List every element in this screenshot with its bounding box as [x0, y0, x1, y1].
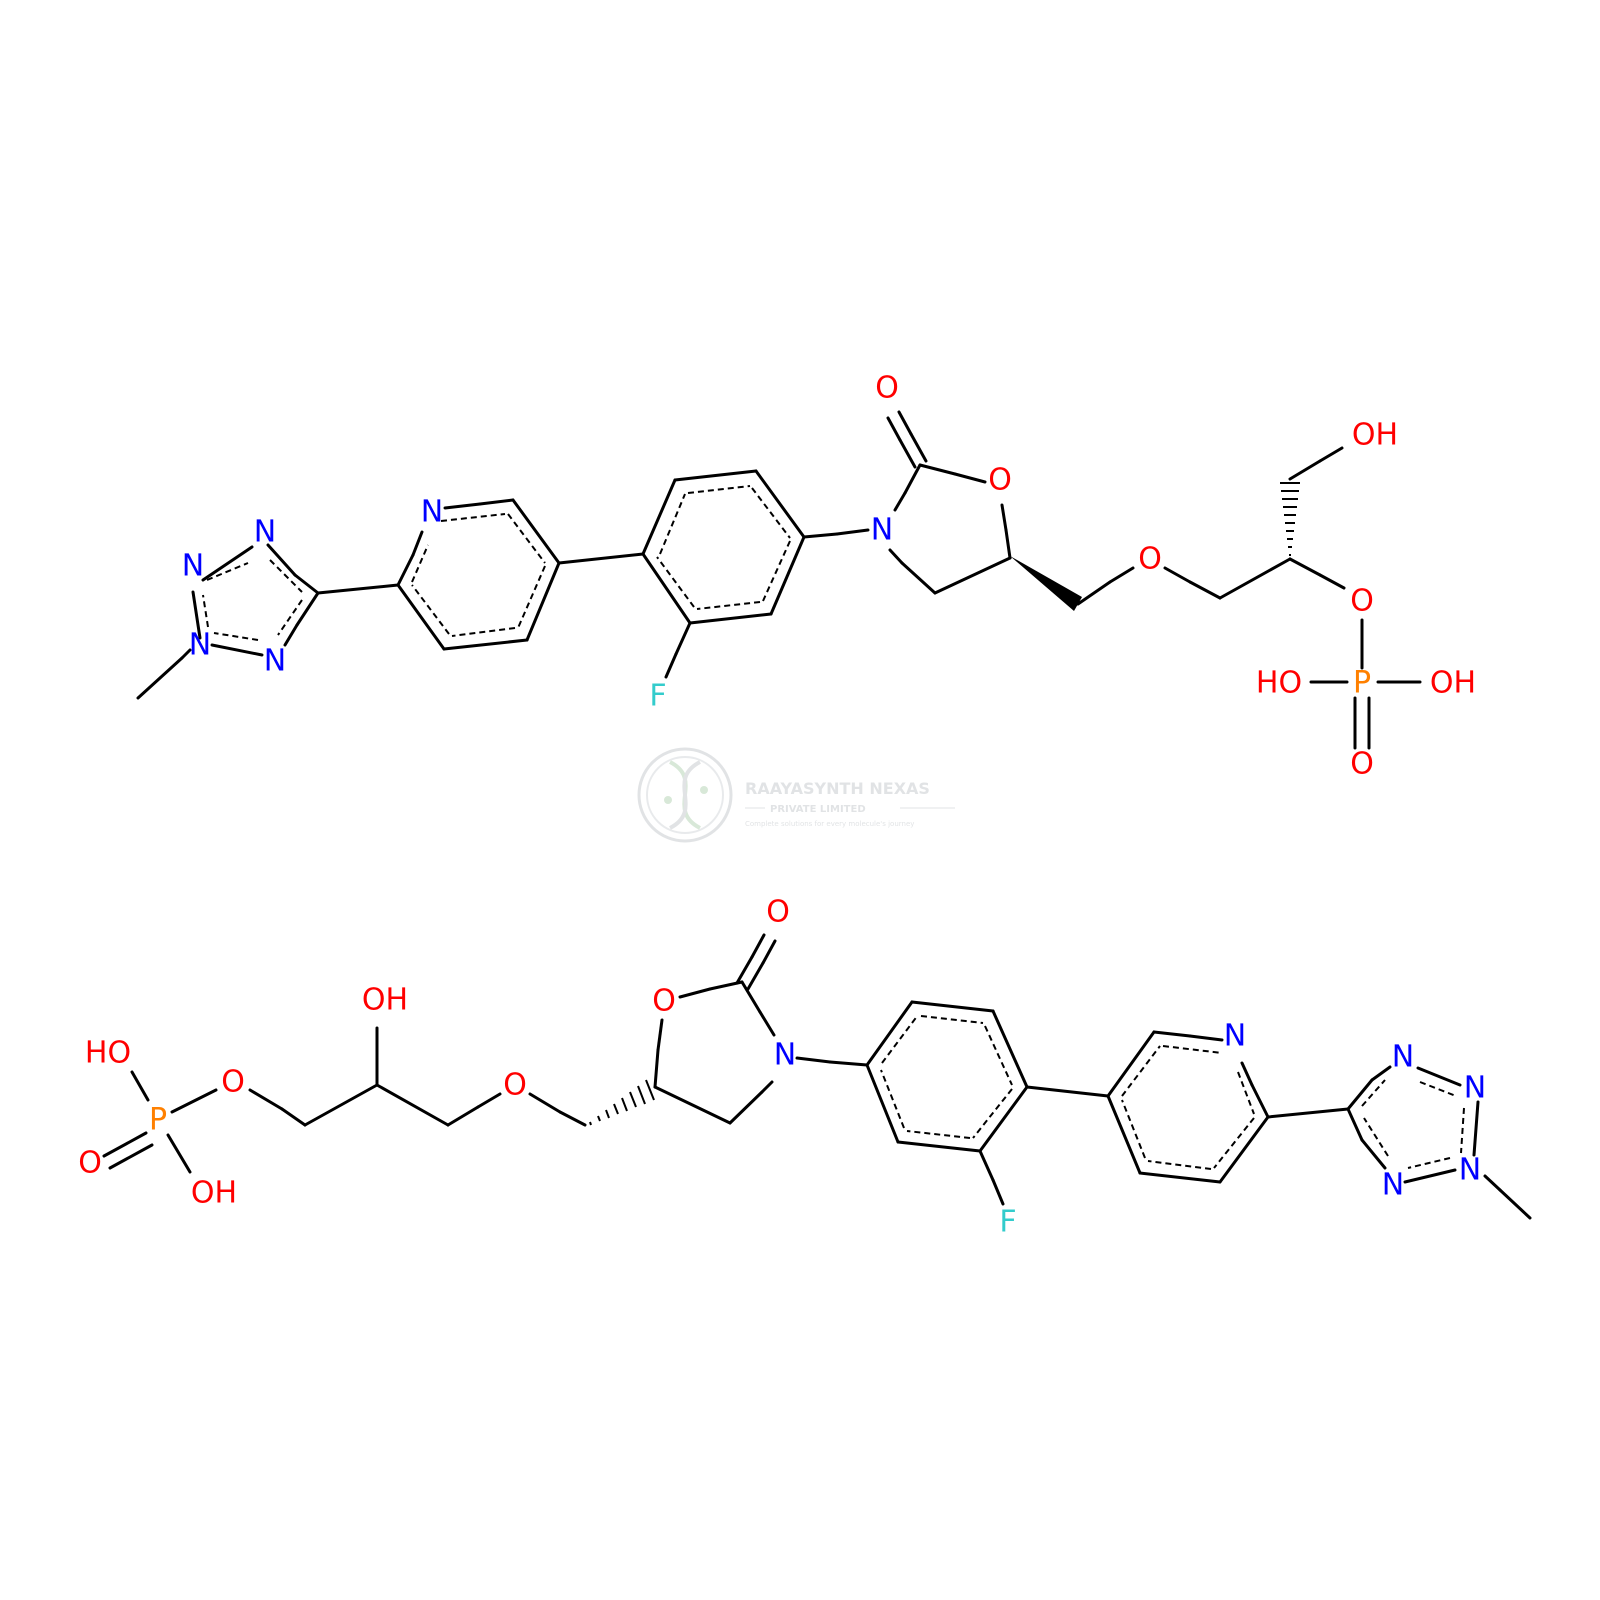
tetrazole-n-label: N [182, 549, 204, 584]
ring-n-label: N [774, 1038, 796, 1073]
phosphate-o-label: O [221, 1065, 245, 1100]
hash-wedge-bottom [589, 1079, 655, 1126]
ring-o-label: O [652, 984, 676, 1019]
pyridine-n-label: N [421, 495, 443, 530]
hydroxyl-label: OH [191, 1176, 237, 1211]
watermark-company: RAAYASYNTH NEXAS [745, 779, 930, 798]
phosphoryl-o-label: O [1350, 747, 1374, 782]
phosphorus-label: P [149, 1103, 167, 1138]
hydroxyl-label: OH [1352, 418, 1398, 453]
hydroxyl-label: HO [85, 1036, 131, 1071]
ring-o-label: O [988, 463, 1012, 498]
phosphoryl-o-label: O [78, 1146, 102, 1181]
fluorine-label: F [999, 1205, 1016, 1240]
tetrazole-n-label: N [254, 515, 276, 550]
hydroxyl-label: OH [362, 983, 408, 1018]
tetrazole-n-label: N [1392, 1040, 1414, 1075]
tetrazole-n-label: N [189, 628, 211, 663]
carbonyl-o-label: O [766, 895, 790, 930]
dna-helix-logo-icon [637, 747, 733, 843]
hash-wedge-top [1280, 482, 1300, 556]
molecule-bottom: HO P O O OH OH O O O N F N N N N N [78, 895, 1532, 1240]
phosphorus-label: P [1353, 666, 1371, 701]
ether-o-label: O [1138, 542, 1162, 577]
tetrazole-n-label: N [264, 644, 286, 679]
watermark: RAAYASYNTH NEXAS PRIVATE LIMITED Complet… [637, 747, 955, 843]
hydroxyl-label: HO [1256, 666, 1302, 701]
pyridine-n-label: N [1224, 1019, 1246, 1054]
watermark-subtitle: PRIVATE LIMITED [770, 804, 866, 815]
molecule-top: N N N N N F N O O O OH O P HO OH O [136, 371, 1476, 782]
tetrazole-n-label: N [1459, 1153, 1481, 1188]
ether-o-label: O [503, 1068, 527, 1103]
hydroxyl-label: OH [1430, 666, 1476, 701]
watermark-tagline: Complete solutions for every molecule's … [745, 820, 914, 828]
tetrazole-n-label: N [1382, 1168, 1404, 1203]
ring-n-label: N [871, 513, 893, 548]
carbonyl-o-label: O [875, 371, 899, 406]
tetrazole-n-label: N [1464, 1071, 1486, 1106]
fluorine-label: F [649, 679, 666, 714]
phosphate-o-label: O [1350, 584, 1374, 619]
